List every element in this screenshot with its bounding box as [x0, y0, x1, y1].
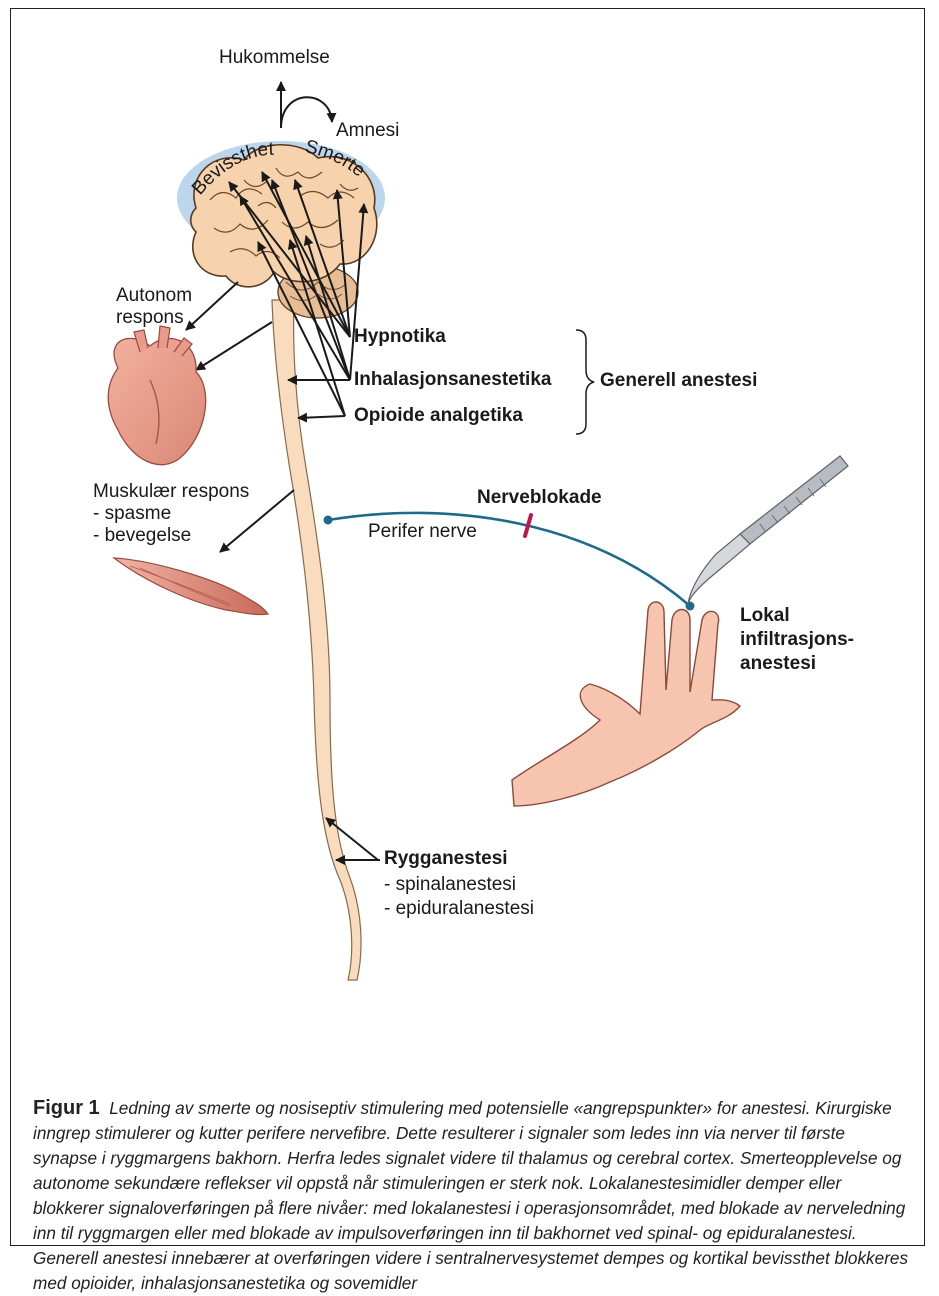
caption-title: Figur 1: [33, 1097, 100, 1119]
spinal-anesthesia-item2: - epiduralanestesi: [384, 898, 534, 920]
local-anesthesia-label-line1: Lokal: [740, 605, 790, 627]
hand-illustration: [512, 602, 740, 806]
opioids-label: Opioide analgetika: [354, 405, 523, 427]
amnesia-arrow: [281, 97, 332, 128]
peripheral-nerve-label: Perifer nerve: [368, 521, 477, 543]
scalpel-illustration: [688, 456, 848, 604]
autonomic-label-line2: respons: [116, 307, 184, 329]
muscle-label-line2: - spasme: [93, 503, 171, 525]
inhalation-label: Inhalasjonsanestetika: [354, 369, 551, 391]
heart-illustration: [108, 326, 205, 465]
general-anesthesia-label: Generell anestesi: [600, 370, 757, 392]
local-anesthesia-label-line2: infiltrasjons-: [740, 629, 854, 651]
local-anesthesia-label-line3: anestesi: [740, 653, 816, 675]
caption-text: Ledning av smerte og nosiseptiv stimuler…: [33, 1098, 908, 1293]
figure-caption: Figur 1 Ledning av smerte og nosiseptiv …: [33, 1096, 913, 1296]
anesthesia-diagram: Bevissthet Smerte: [0, 0, 939, 1256]
general-anesthesia-brace: [576, 330, 594, 434]
muscle-illustration: [114, 558, 268, 615]
spinal-cord: [272, 300, 361, 980]
memory-label: Hukommelse: [219, 47, 330, 69]
muscle-label-line3: - bevegelse: [93, 525, 191, 547]
amnesia-label: Amnesi: [336, 120, 399, 142]
hypnotics-label: Hypnotika: [354, 326, 446, 348]
muscle-label-line1: Muskulær respons: [93, 481, 249, 503]
nerve-block-label: Nerveblokade: [477, 487, 602, 509]
spinal-anesthesia-item1: - spinalanestesi: [384, 874, 516, 896]
spinal-anesthesia-title: Rygganestesi: [384, 848, 508, 870]
autonomic-label-line1: Autonom: [116, 285, 192, 307]
